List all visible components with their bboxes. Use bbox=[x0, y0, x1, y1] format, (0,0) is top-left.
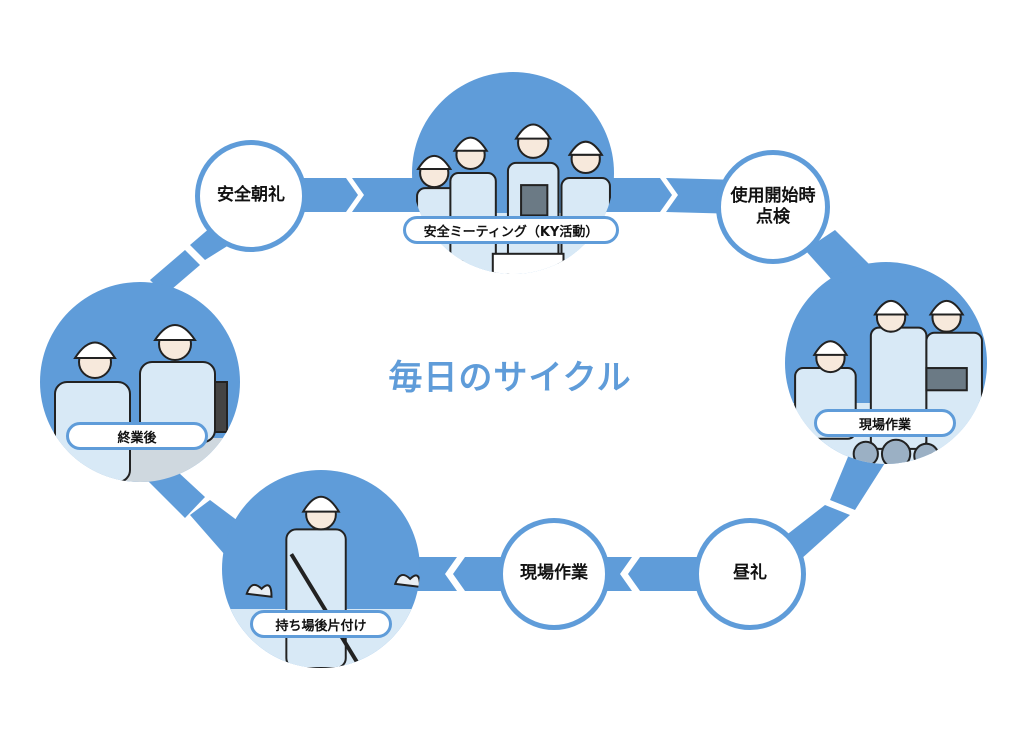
step-label-pill: 終業後 bbox=[66, 422, 208, 450]
arrow-segment bbox=[628, 557, 700, 591]
step-pre-use-inspection: 使用開始時 点検 bbox=[716, 150, 830, 264]
step-after-work-illustration bbox=[40, 282, 240, 482]
step-label-pill: 現場作業 bbox=[814, 409, 956, 437]
chevron-arrow-icon bbox=[352, 178, 425, 212]
step-label: 現場作業 bbox=[520, 563, 588, 584]
diagram-title: 毎日のサイクル bbox=[388, 358, 632, 398]
arrow-segment bbox=[600, 178, 672, 212]
helmet-worker-icon bbox=[245, 495, 420, 668]
step-label-pill: 安全ミーティング（KY活動） bbox=[403, 216, 619, 244]
step-label: 使用開始時 点検 bbox=[730, 185, 816, 227]
step-morning-safety-meeting: 安全朝礼 bbox=[195, 140, 307, 252]
helmet-worker-icon bbox=[54, 324, 228, 482]
step-label-pill: 持ち場後片付け bbox=[250, 610, 392, 638]
step-cleanup-illustration bbox=[222, 470, 420, 668]
arrow-segment bbox=[453, 557, 505, 591]
step-label: 昼礼 bbox=[733, 563, 767, 584]
step-label: 安全朝礼 bbox=[217, 185, 285, 206]
step-noon-meeting: 昼礼 bbox=[694, 518, 806, 630]
step-field-work: 現場作業 bbox=[498, 518, 610, 630]
